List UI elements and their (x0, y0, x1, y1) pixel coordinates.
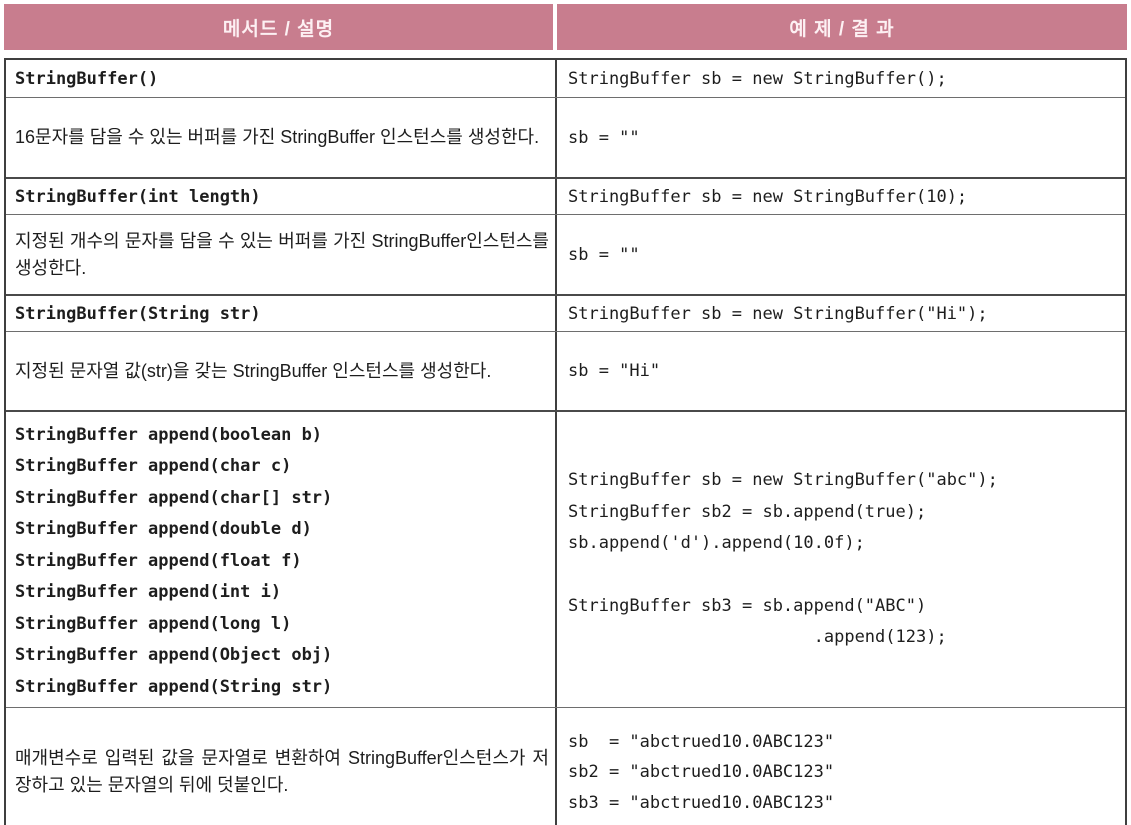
result-cell: sb = "Hi" (568, 361, 661, 381)
table-row: 지정된 문자열 값(str)을 갖는 StringBuffer 인스턴스를 생성… (6, 331, 1125, 410)
method-cell: StringBuffer() (6, 60, 557, 97)
description-text: 지정된 개수의 문자를 담을 수 있는 버퍼를 가진 StringBuffer인… (15, 230, 549, 278)
example-cell: StringBuffer sb = new StringBuffer(); (568, 68, 947, 89)
header-method-column: 메서드 / 설명 (4, 4, 553, 50)
methods-table: StringBuffer() StringBuffer sb = new Str… (4, 58, 1127, 825)
method-cell: StringBuffer(int length) (6, 179, 557, 214)
description-text: 지정된 문자열 값(str)을 갖는 StringBuffer 인스턴스를 생성… (15, 360, 492, 381)
result-cell: sb = "" (568, 244, 640, 265)
header-example-column: 예 제 / 결 과 (557, 4, 1127, 50)
description-text: 매개변수로 입력된 값을 문자열로 변환하여 StringBuffer인스턴스가… (15, 748, 549, 796)
table-row: 지정된 개수의 문자를 담을 수 있는 버퍼를 가진 StringBuffer인… (6, 214, 1125, 294)
example-cell: StringBuffer sb = new StringBuffer("abc"… (568, 470, 998, 648)
result-cell: sb = "abctrued10.0ABC123" sb2 = "abctrue… (568, 731, 835, 813)
table-row: 매개변수로 입력된 값을 문자열로 변환하여 StringBuffer인스턴스가… (6, 706, 1125, 825)
table-row: StringBuffer(String str) StringBuffer sb… (6, 294, 1125, 331)
result-cell: sb = "" (568, 127, 640, 148)
example-cell: StringBuffer sb = new StringBuffer("Hi")… (568, 303, 988, 324)
table-row: StringBuffer append(boolean b) StringBuf… (6, 410, 1125, 707)
description-cell: 16문자를 담을 수 있는 버퍼를 가진 StringBuffer 인스턴스를 … (6, 98, 557, 177)
table-row: StringBuffer() StringBuffer sb = new Str… (6, 60, 1125, 97)
method-cell: StringBuffer(String str) (6, 296, 557, 331)
description-cell: 지정된 문자열 값(str)을 갖는 StringBuffer 인스턴스를 생성… (6, 332, 557, 410)
table-row: StringBuffer(int length) StringBuffer sb… (6, 177, 1125, 214)
method-cell: StringBuffer append(boolean b) StringBuf… (6, 412, 557, 707)
table-row: 16문자를 담을 수 있는 버퍼를 가진 StringBuffer 인스턴스를 … (6, 97, 1125, 177)
description-text: 16문자를 담을 수 있는 버퍼를 가진 StringBuffer 인스턴스를 … (15, 127, 540, 147)
description-cell: 매개변수로 입력된 값을 문자열로 변환하여 StringBuffer인스턴스가… (6, 707, 557, 825)
example-cell: StringBuffer sb = new StringBuffer(10); (568, 186, 968, 207)
description-cell: 지정된 개수의 문자를 담을 수 있는 버퍼를 가진 StringBuffer인… (6, 215, 557, 294)
table-header-row: 메서드 / 설명 예 제 / 결 과 (4, 4, 1127, 50)
